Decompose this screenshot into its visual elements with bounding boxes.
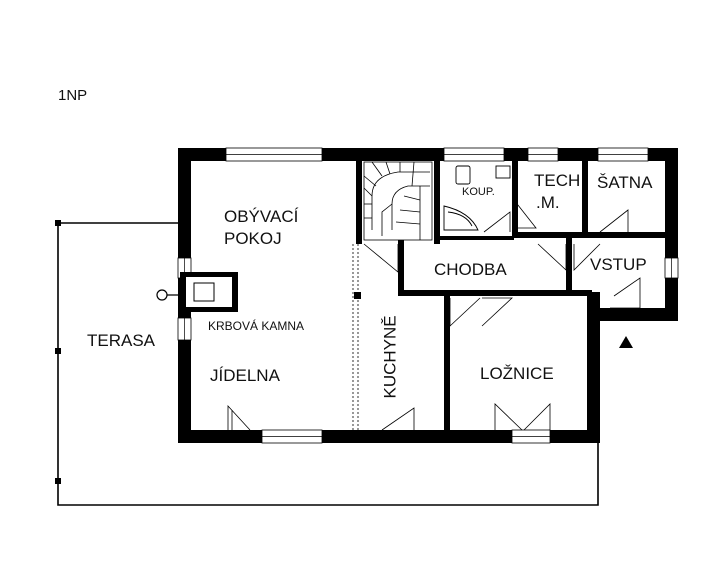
- fireplace-stove: [156, 272, 238, 312]
- room-label-chodba: CHODBA: [434, 260, 507, 279]
- windows: [177, 147, 679, 444]
- room-label-loznice: LOŽNICE: [480, 364, 554, 383]
- floor-label: 1NP: [58, 87, 88, 104]
- room-label-obyvaci-pokoj-line2: POKOJ: [224, 229, 282, 248]
- label-krbova-kamna: KRBOVÁ KAMNA: [208, 319, 305, 333]
- room-label-obyvaci-pokoj-line1: OBÝVACÍ: [224, 207, 299, 226]
- room-label-tech-line1: TECH: [534, 171, 581, 190]
- terrace-outline: [57, 222, 599, 506]
- entrance-arrow-icon: [619, 336, 633, 348]
- room-label-vstup: VSTUP: [590, 255, 647, 274]
- bathroom-fixtures: [443, 165, 511, 231]
- area-label-terasa: TERASA: [87, 331, 156, 350]
- terrace-posts: [55, 220, 61, 484]
- room-label-satna: ŠATNA: [597, 173, 653, 192]
- room-label-kuchyne: KUCHYNĚ: [380, 315, 400, 399]
- room-label-jidelna: JÍDELNA: [210, 366, 280, 385]
- room-label-koupelna: KOUP.: [462, 186, 495, 198]
- door-swings: [227, 199, 641, 431]
- room-label-tech-line2: .M.: [536, 193, 560, 212]
- kitchen-divider-line: [352, 244, 359, 430]
- staircase: [363, 161, 433, 241]
- interior-walls: [354, 160, 678, 442]
